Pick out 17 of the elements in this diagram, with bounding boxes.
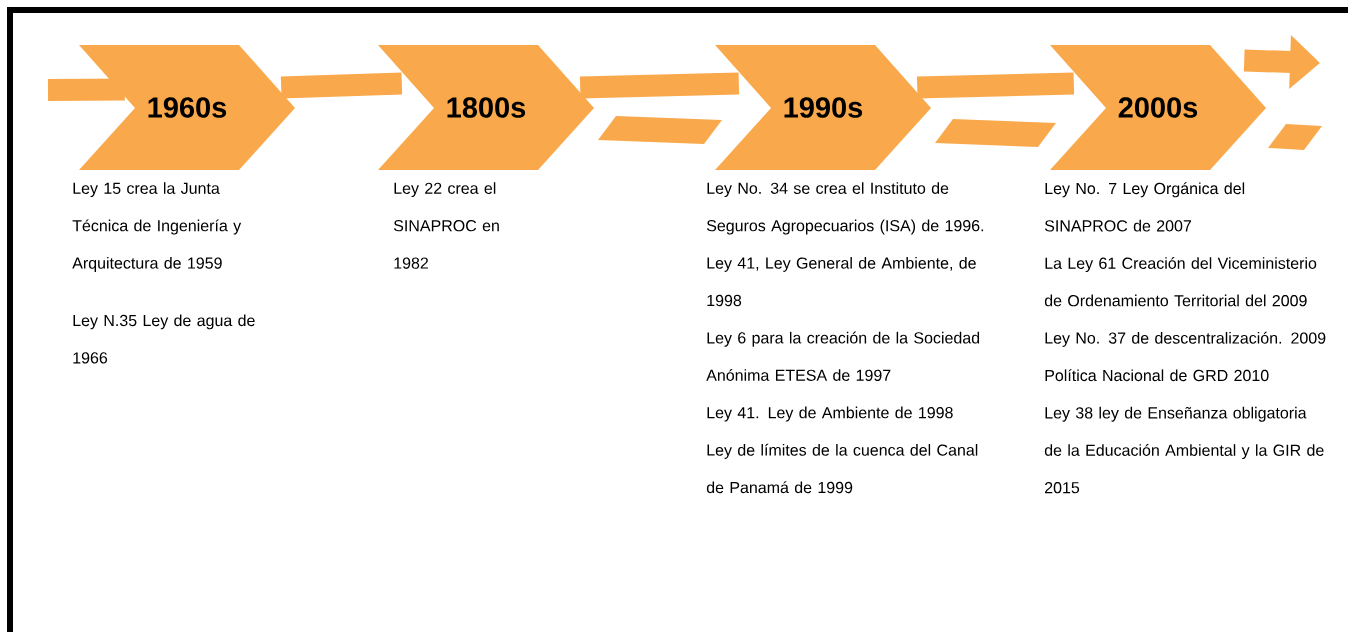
law-note: Política Nacional de GRD 2010 <box>1045 369 1269 382</box>
law-note: Ley 38 ley de Enseñanza obligatoria de la Educación Ambiental y la GIR de 2015 <box>1044 406 1324 494</box>
chevron: 2000s <box>1050 45 1266 170</box>
law-note: Ley No. 7 Ley Orgánica del SINAPROC de 2007 <box>1044 182 1245 232</box>
law-note: Ley N.35 Ley de agua de 1966 <box>73 314 255 364</box>
law-note: Ley 22 crea el SINAPROC en 1982 <box>393 182 499 269</box>
chevron: 1960s <box>79 45 295 170</box>
law-note: Ley de límites de la cuenca del Canal de Panamá de 1999 <box>706 443 978 494</box>
law-note: Ley 15 crea la Junta Técnica de Ingeniería y Arquitectura de 1959 <box>72 182 242 272</box>
law-note: Ley No. 37 de descentralización. 2009 <box>1045 331 1326 347</box>
law-note: La Ley 61 Creación del Viceministerio de Ordenamiento Territorial del 2009 <box>1044 257 1317 307</box>
law-note: Ley 41, Ley General de Ambiente, de 1998 <box>707 257 976 307</box>
law-note: Ley 6 para la creación de la Sociedad Anónima ETESA de 1997 <box>706 331 980 381</box>
chevron: 1990s <box>715 45 931 170</box>
law-note: Ley No. 34 se crea el Instituto de Seguros Agropecuarios (ISA) de 1996. <box>706 182 984 235</box>
law-note: Ley 41. Ley de Ambiente de 1998 <box>707 406 953 422</box>
chevron: 1800s <box>378 45 594 170</box>
